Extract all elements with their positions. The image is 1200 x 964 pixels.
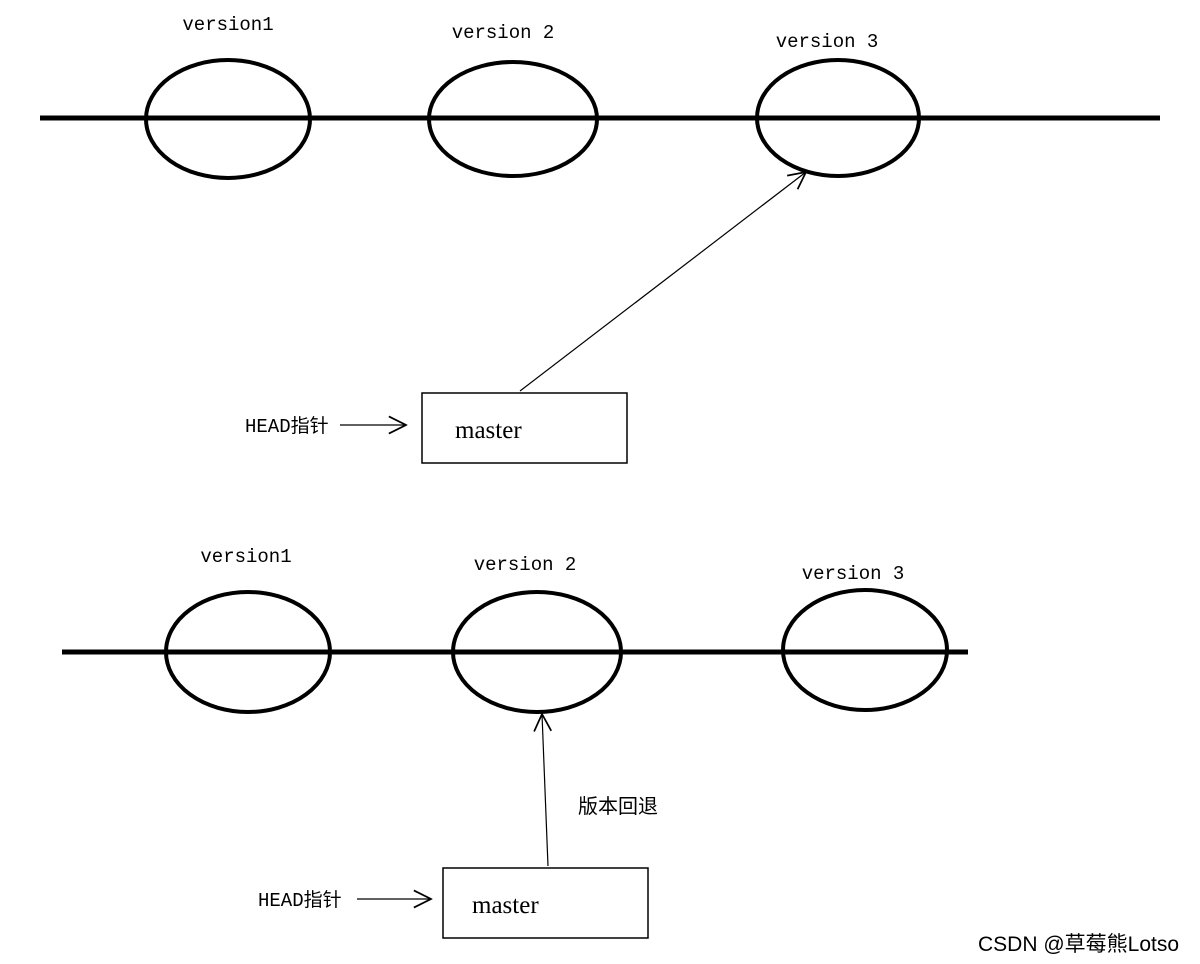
- bottom-master-box: [442, 867, 649, 939]
- bottom-version3-label: version 3: [802, 563, 905, 585]
- csdn-watermark: CSDN @草莓熊Lotso: [978, 933, 1179, 956]
- top-commit-version3: [755, 58, 921, 178]
- top-master-to-version3-arrow: [519, 172, 806, 392]
- top-head-pointer-label: HEAD指针: [245, 415, 329, 438]
- bottom-commit-version3: [781, 588, 949, 712]
- top-version2-label: version 2: [452, 22, 555, 44]
- top-version1-label: version1: [182, 14, 273, 36]
- top-master-box-label: master: [455, 417, 522, 444]
- top-commit-version2: [427, 60, 599, 178]
- bottom-version2-label: version 2: [474, 554, 577, 576]
- rollback-label: 版本回退: [578, 795, 658, 818]
- bottom-head-pointer-label: HEAD指针: [258, 889, 342, 912]
- bottom-commit-version2: [451, 590, 623, 714]
- bottom-version1-label: version1: [200, 546, 291, 568]
- top-version3-label: version 3: [776, 31, 879, 53]
- bottom-master-to-version2-arrow: [542, 714, 548, 867]
- bottom-commit-version1: [164, 590, 332, 714]
- top-timeline-group: version1 version 2 version 3 HEAD指针 mast…: [40, 14, 1160, 464]
- top-commit-version1: [144, 58, 312, 180]
- bottom-master-box-label: master: [472, 892, 539, 919]
- bottom-timeline-group: version1 version 2 version 3 版本回退 HEAD指针…: [62, 546, 968, 939]
- top-master-box: [421, 392, 628, 464]
